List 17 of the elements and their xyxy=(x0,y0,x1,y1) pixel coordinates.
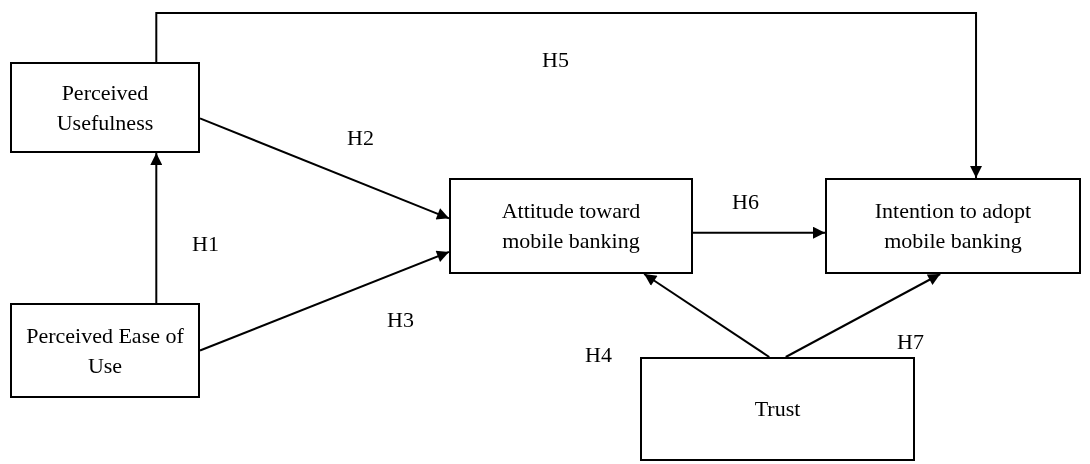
arrow xyxy=(784,273,942,358)
construct-box xyxy=(10,303,200,398)
arrow xyxy=(643,273,771,358)
arrow xyxy=(150,152,163,304)
construct-box xyxy=(825,178,1081,274)
construct-box xyxy=(10,62,200,153)
arrow xyxy=(692,226,826,239)
construct-name: Perceived Ease of Use xyxy=(26,321,184,380)
arrow xyxy=(199,117,450,220)
construct-name: Attitude toward mobile banking xyxy=(500,197,642,255)
construct-name: Trust xyxy=(754,395,801,424)
arrow xyxy=(155,12,983,179)
arrow xyxy=(199,250,450,352)
construct-name: Perceived Usefulness xyxy=(55,78,155,137)
construct-box xyxy=(449,178,693,274)
construct-box xyxy=(640,357,915,461)
construct-name: Intention to adopt mobile banking xyxy=(873,197,1033,255)
